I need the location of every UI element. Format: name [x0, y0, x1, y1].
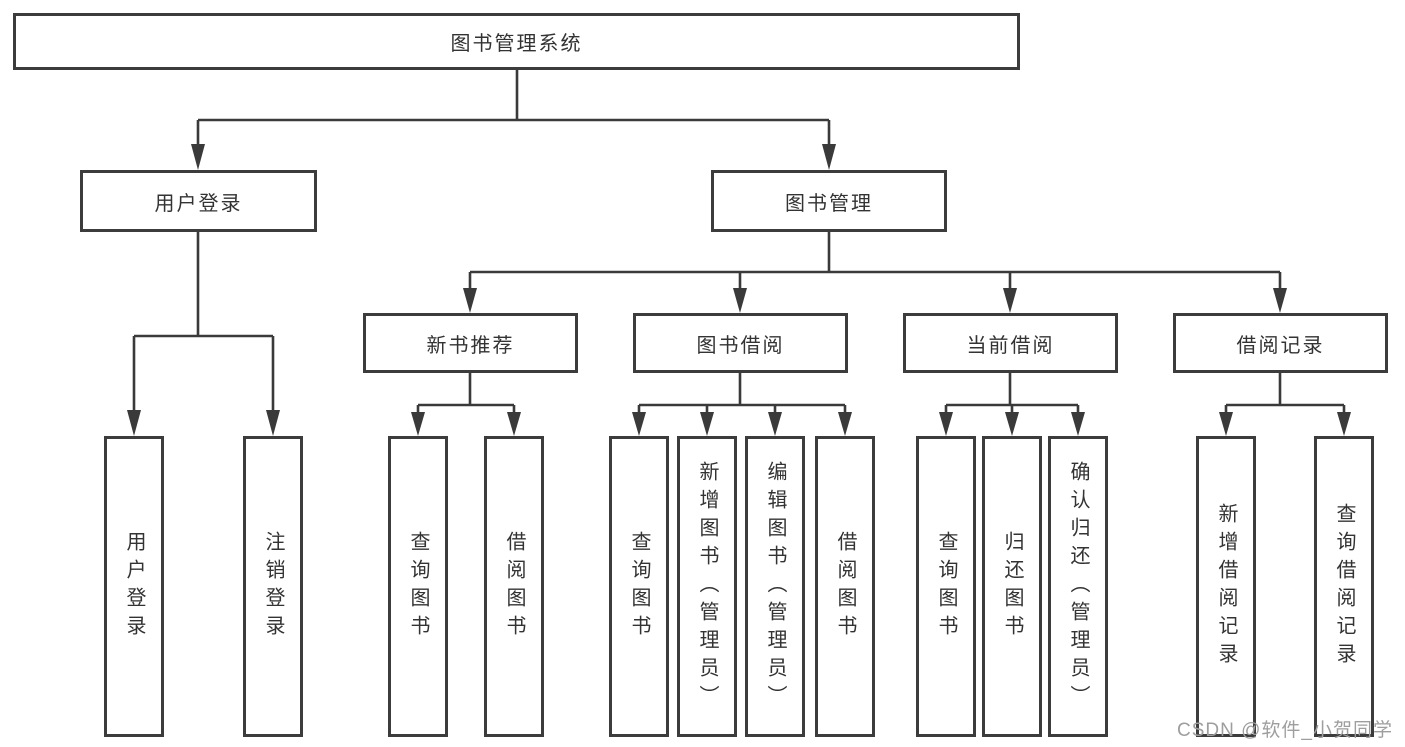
connector-borrowing-records — [1219, 373, 1351, 436]
arrow-down-icon — [700, 412, 714, 436]
node-label: 借阅记录 — [1236, 334, 1325, 357]
node-label: 确认归还（管理员） — [1067, 460, 1089, 713]
node-book-management: 图书管理 — [711, 170, 947, 232]
arrow-down-icon — [266, 410, 280, 436]
arrow-down-icon — [127, 410, 141, 436]
leaf-borrow-books-recommend: 借阅图书 — [484, 436, 544, 737]
node-borrowing-records: 借阅记录 — [1173, 313, 1388, 373]
node-label: 编辑图书（管理员） — [764, 460, 786, 713]
leaf-search-books-recommend: 查询图书 — [388, 436, 448, 737]
node-label: 用户登录 — [123, 530, 145, 643]
node-current-borrowing: 当前借阅 — [903, 313, 1118, 373]
arrow-down-icon — [1219, 412, 1233, 436]
watermark: CSDN @软件_小贺同学 — [1177, 720, 1393, 741]
connector-user-login — [127, 232, 280, 436]
leaf-confirm-return-admin: 确认归还（管理员） — [1048, 436, 1108, 737]
connector-book-management — [463, 232, 1287, 313]
node-label: 查询借阅记录 — [1333, 502, 1355, 671]
node-new-book-recommendation: 新书推荐 — [363, 313, 578, 373]
node-label: 查询图书 — [407, 530, 429, 643]
leaf-search-books-current: 查询图书 — [916, 436, 976, 737]
arrow-down-icon — [838, 412, 852, 436]
node-library-management-system: 图书管理系统 — [13, 13, 1020, 70]
arrow-down-icon — [463, 288, 477, 313]
leaf-search-books-borrow: 查询图书 — [609, 436, 669, 737]
arrow-down-icon — [1337, 412, 1351, 436]
arrow-down-icon — [632, 412, 646, 436]
arrow-down-icon — [768, 412, 782, 436]
node-label: 新增图书（管理员） — [696, 460, 718, 713]
arrow-down-icon — [733, 288, 747, 313]
node-label: 注销登录 — [262, 530, 284, 643]
node-user-login: 用户登录 — [80, 170, 317, 232]
node-label: 用户登录 — [154, 192, 243, 215]
node-label: 图书借阅 — [696, 334, 785, 357]
leaf-return-books: 归还图书 — [982, 436, 1042, 737]
node-label: 新书推荐 — [426, 334, 515, 357]
node-label: 图书管理系统 — [450, 33, 583, 55]
arrow-down-icon — [1071, 412, 1085, 436]
node-label: 借阅图书 — [503, 530, 525, 643]
leaf-edit-book-admin: 编辑图书（管理员） — [745, 436, 805, 737]
node-label: 查询图书 — [935, 530, 957, 643]
node-label: 新增借阅记录 — [1215, 502, 1237, 671]
arrow-down-icon — [1003, 288, 1017, 313]
arrow-down-icon — [1273, 288, 1287, 313]
node-book-borrowing: 图书借阅 — [633, 313, 848, 373]
leaf-borrow-books: 借阅图书 — [815, 436, 875, 737]
leaf-user-login: 用户登录 — [104, 436, 164, 737]
arrow-down-icon — [822, 144, 836, 170]
connector-book-borrowing — [632, 373, 852, 436]
node-label: 查询图书 — [628, 530, 650, 643]
node-label: 图书管理 — [785, 192, 873, 215]
leaf-logout: 注销登录 — [243, 436, 303, 737]
connector-new-book-recommendation — [411, 373, 521, 436]
leaf-add-borrow-record: 新增借阅记录 — [1196, 436, 1256, 737]
node-label: 归还图书 — [1001, 530, 1023, 643]
leaf-add-book-admin: 新增图书（管理员） — [677, 436, 737, 737]
arrow-down-icon — [191, 144, 205, 170]
arrow-down-icon — [939, 412, 953, 436]
arrow-down-icon — [411, 412, 425, 436]
arrow-down-icon — [1005, 412, 1019, 436]
connector-current-borrowing — [939, 373, 1085, 436]
node-label: 当前借阅 — [966, 334, 1055, 357]
connector-root — [191, 70, 836, 170]
leaf-search-borrow-record: 查询借阅记录 — [1314, 436, 1374, 737]
arrow-down-icon — [507, 412, 521, 436]
node-label: 借阅图书 — [834, 530, 856, 643]
